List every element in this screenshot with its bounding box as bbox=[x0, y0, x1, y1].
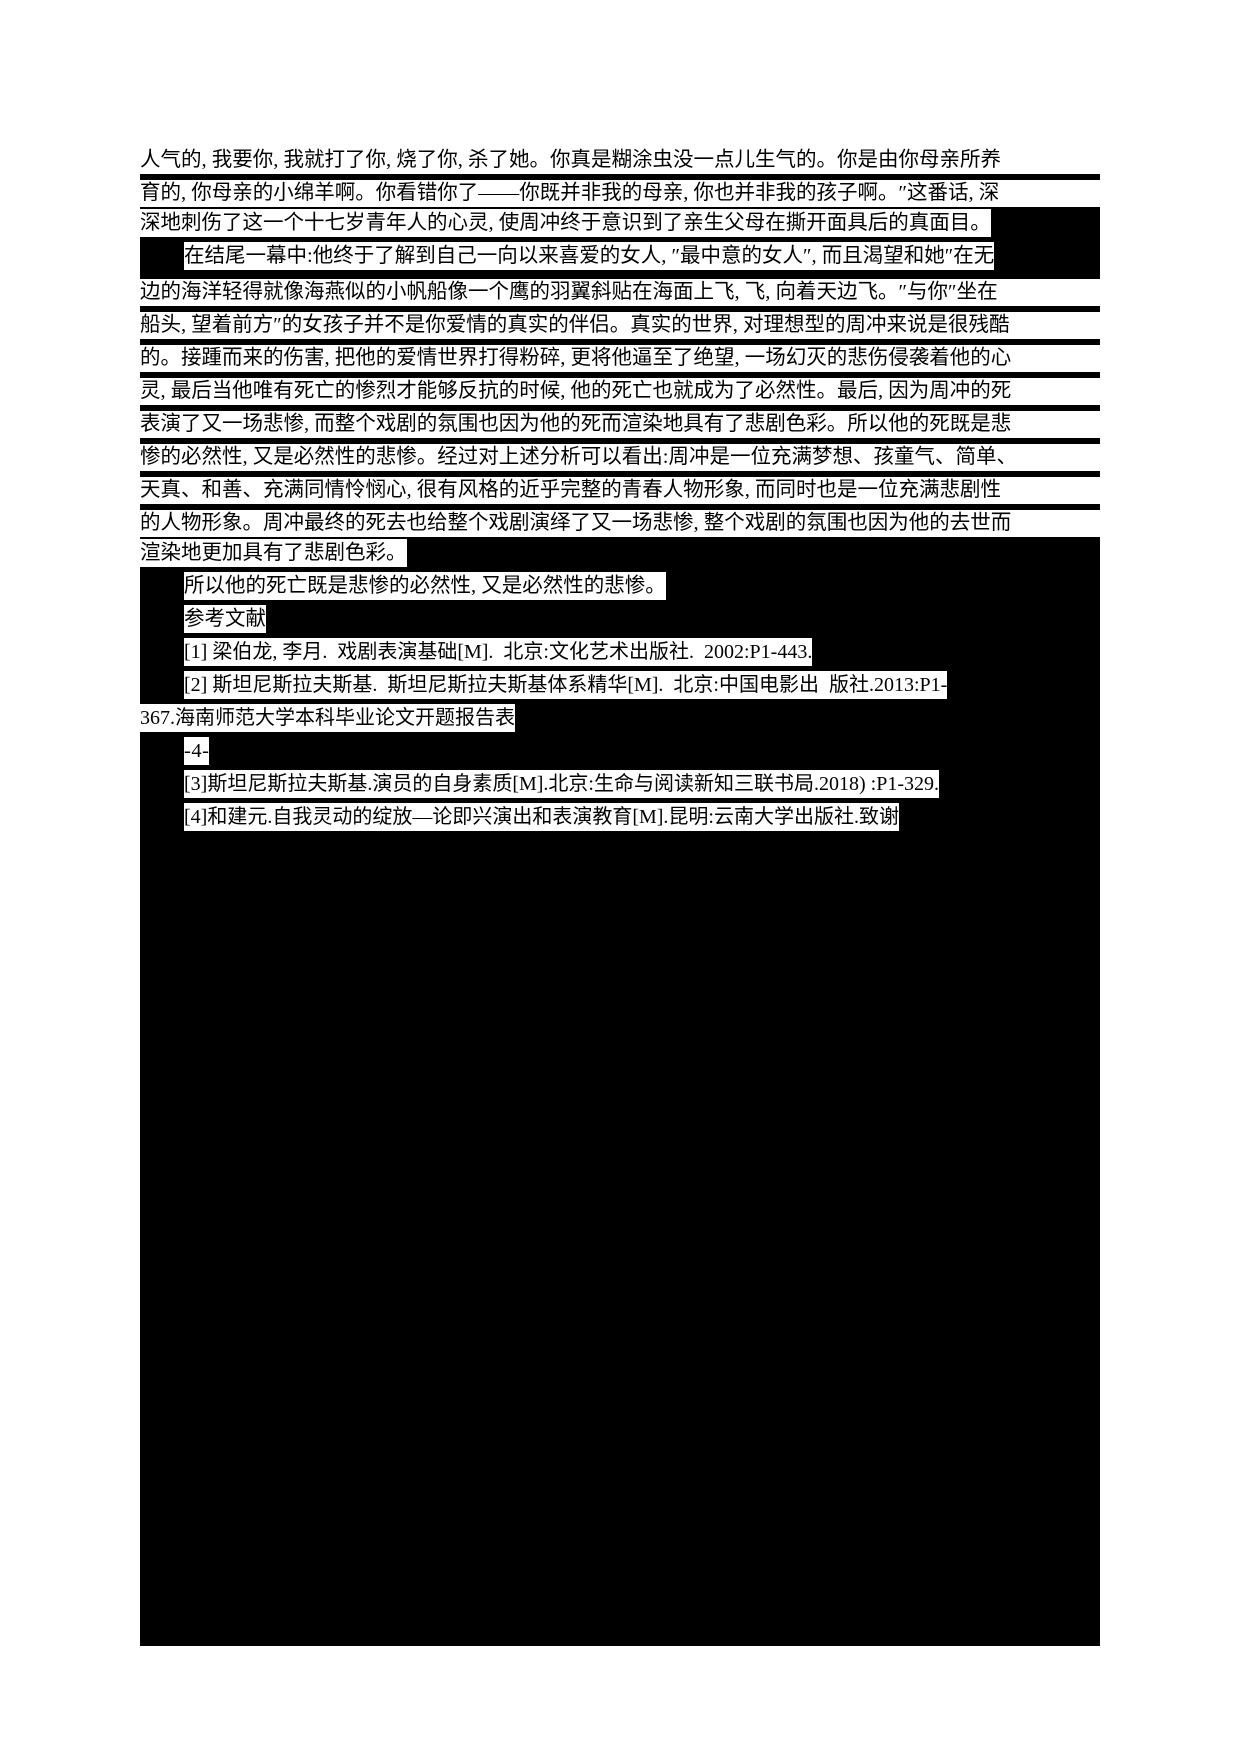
paragraph-line: 灵, 最后当他唯有死亡的惨烈才能够反抗的时候, 他的死亡也就成为了必然性。最后,… bbox=[140, 378, 1100, 405]
paragraph-line: 的人物形象。周冲最终的死去也给整个戏剧演绎了又一场悲惨, 整个戏剧的氛围也因为他… bbox=[140, 510, 1100, 537]
paragraph-line: 人气的, 我要你, 我就打了你, 烧了你, 杀了她。你真是糊涂虫没一点儿生气的。… bbox=[140, 147, 1100, 174]
text-strip: -4- bbox=[184, 737, 210, 765]
paragraph-line: 在结尾一幕中:他终于了解到自己一向以来喜爱的女人, ″最中意的女人″, 而且渴望… bbox=[140, 242, 1100, 272]
text-strip: [4]和建元.自我灵动的绽放—论即兴演出和表演教育[M].昆明:云南大学出版社.… bbox=[184, 803, 899, 831]
inverted-content-block: 人气的, 我要你, 我就打了你, 烧了你, 杀了她。你真是糊涂虫没一点儿生气的。… bbox=[140, 147, 1100, 1646]
text-strip: 参考文献 bbox=[184, 605, 266, 633]
reference-entry: [3]斯坦尼斯拉夫斯基.演员的自身素质[M].北京:生命与阅读新知三联书局.20… bbox=[140, 770, 1100, 800]
text-strip: 所以他的死亡既是悲惨的必然性, 又是必然性的悲惨。 bbox=[184, 572, 666, 600]
text-strip: 边的海洋轻得就像海燕似的小帆船像一个鹰的羽翼斜贴在海面上飞, 飞, 向着天边飞。… bbox=[140, 279, 1100, 306]
paragraph-line: 天真、和善、充满同情怜悯心, 很有风格的近乎完整的青春人物形象, 而同时也是一位… bbox=[140, 477, 1100, 504]
reference-line: 367.海南师范大学本科毕业论文开题报告表 bbox=[140, 704, 1100, 734]
paragraph-line: 所以他的死亡既是悲惨的必然性, 又是必然性的悲惨。 bbox=[140, 572, 1100, 602]
text-strip: 深地刺伤了这一个十七岁青年人的心灵, 使周冲终于意识到了亲生父母在撕开面具后的真… bbox=[140, 209, 991, 237]
page-number: -4- bbox=[140, 737, 1100, 767]
text-strip: [2] 斯坦尼斯拉夫斯基. 斯坦尼斯拉夫斯基体系精华[M]. 北京:中国电影出 … bbox=[184, 671, 948, 699]
text-strip: 表演了又一场悲惨, 而整个戏剧的氛围也因为他的死而渲染地具有了悲剧色彩。所以他的… bbox=[140, 411, 1100, 438]
text-strip: [3]斯坦尼斯拉夫斯基.演员的自身素质[M].北京:生命与阅读新知三联书局.20… bbox=[184, 770, 939, 798]
text-strip: 渲染地更加具有了悲剧色彩。 bbox=[140, 539, 407, 567]
reference-line: [4]和建元.自我灵动的绽放—论即兴演出和表演教育[M].昆明:云南大学出版社.… bbox=[140, 803, 1100, 833]
text-strip: 人气的, 我要你, 我就打了你, 烧了你, 杀了她。你真是糊涂虫没一点儿生气的。… bbox=[140, 147, 1100, 174]
reference-line: [2] 斯坦尼斯拉夫斯基. 斯坦尼斯拉夫斯基体系精华[M]. 北京:中国电影出 … bbox=[140, 671, 1100, 701]
reference-line: [3]斯坦尼斯拉夫斯基.演员的自身素质[M].北京:生命与阅读新知三联书局.20… bbox=[140, 770, 1100, 800]
paragraph-line: 育的, 你母亲的小绵羊啊。你看错你了——你既并非我的母亲, 你也并非我的孩子啊。… bbox=[140, 180, 1100, 207]
reference-line: [1] 梁伯龙, 李月. 戏剧表演基础[M]. 北京:文化艺术出版社. 2002… bbox=[140, 638, 1100, 668]
paragraph: 在结尾一幕中:他终于了解到自己一向以来喜爱的女人, ″最中意的女人″, 而且渴望… bbox=[140, 242, 1100, 569]
paragraph-line: 表演了又一场悲惨, 而整个戏剧的氛围也因为他的死而渲染地具有了悲剧色彩。所以他的… bbox=[140, 411, 1100, 438]
references-heading: 参考文献 bbox=[140, 605, 1100, 635]
paragraph-line: 惨的必然性, 又是必然性的悲惨。经过对上述分析可以看出:周冲是一位充满梦想、孩童… bbox=[140, 444, 1100, 471]
paragraph: 所以他的死亡既是悲惨的必然性, 又是必然性的悲惨。 bbox=[140, 572, 1100, 602]
paragraph-line: 边的海洋轻得就像海燕似的小帆船像一个鹰的羽翼斜贴在海面上飞, 飞, 向着天边飞。… bbox=[140, 279, 1100, 306]
paragraph: 人气的, 我要你, 我就打了你, 烧了你, 杀了她。你真是糊涂虫没一点儿生气的。… bbox=[140, 147, 1100, 239]
document-text-flow: 人气的, 我要你, 我就打了你, 烧了你, 杀了她。你真是糊涂虫没一点儿生气的。… bbox=[140, 147, 1100, 840]
text-strip: 船头, 望着前方″的女孩子并不是你爱情的真实的伴侣。真实的世界, 对理想型的周冲… bbox=[140, 312, 1100, 339]
paragraph-line: 的。接踵而来的伤害, 把他的爱情世界打得粉碎, 更将他逼至了绝望, 一场幻灭的悲… bbox=[140, 345, 1100, 372]
reference-entry: [2] 斯坦尼斯拉夫斯基. 斯坦尼斯拉夫斯基体系精华[M]. 北京:中国电影出 … bbox=[140, 671, 1100, 734]
paragraph-line: 渲染地更加具有了悲剧色彩。 bbox=[140, 539, 1100, 569]
text-strip: [1] 梁伯龙, 李月. 戏剧表演基础[M]. 北京:文化艺术出版社. 2002… bbox=[184, 638, 813, 666]
reference-entry: [4]和建元.自我灵动的绽放—论即兴演出和表演教育[M].昆明:云南大学出版社.… bbox=[140, 803, 1100, 833]
text-strip: 的。接踵而来的伤害, 把他的爱情世界打得粉碎, 更将他逼至了绝望, 一场幻灭的悲… bbox=[140, 345, 1100, 372]
text-strip: 的人物形象。周冲最终的死去也给整个戏剧演绎了又一场悲惨, 整个戏剧的氛围也因为他… bbox=[140, 510, 1100, 537]
text-strip: 惨的必然性, 又是必然性的悲惨。经过对上述分析可以看出:周冲是一位充满梦想、孩童… bbox=[140, 444, 1100, 471]
text-strip: 367.海南师范大学本科毕业论文开题报告表 bbox=[140, 704, 515, 732]
reference-entry: [1] 梁伯龙, 李月. 戏剧表演基础[M]. 北京:文化艺术出版社. 2002… bbox=[140, 638, 1100, 668]
text-strip: 天真、和善、充满同情怜悯心, 很有风格的近乎完整的青春人物形象, 而同时也是一位… bbox=[140, 477, 1100, 504]
paragraph-line: 船头, 望着前方″的女孩子并不是你爱情的真实的伴侣。真实的世界, 对理想型的周冲… bbox=[140, 312, 1100, 339]
paragraph-line: 深地刺伤了这一个十七岁青年人的心灵, 使周冲终于意识到了亲生父母在撕开面具后的真… bbox=[140, 209, 1100, 239]
text-strip: 育的, 你母亲的小绵羊啊。你看错你了——你既并非我的母亲, 你也并非我的孩子啊。… bbox=[140, 180, 1100, 207]
text-strip: 在结尾一幕中:他终于了解到自己一向以来喜爱的女人, ″最中意的女人″, 而且渴望… bbox=[184, 242, 995, 270]
text-strip: 灵, 最后当他唯有死亡的惨烈才能够反抗的时候, 他的死亡也就成为了必然性。最后,… bbox=[140, 378, 1100, 405]
